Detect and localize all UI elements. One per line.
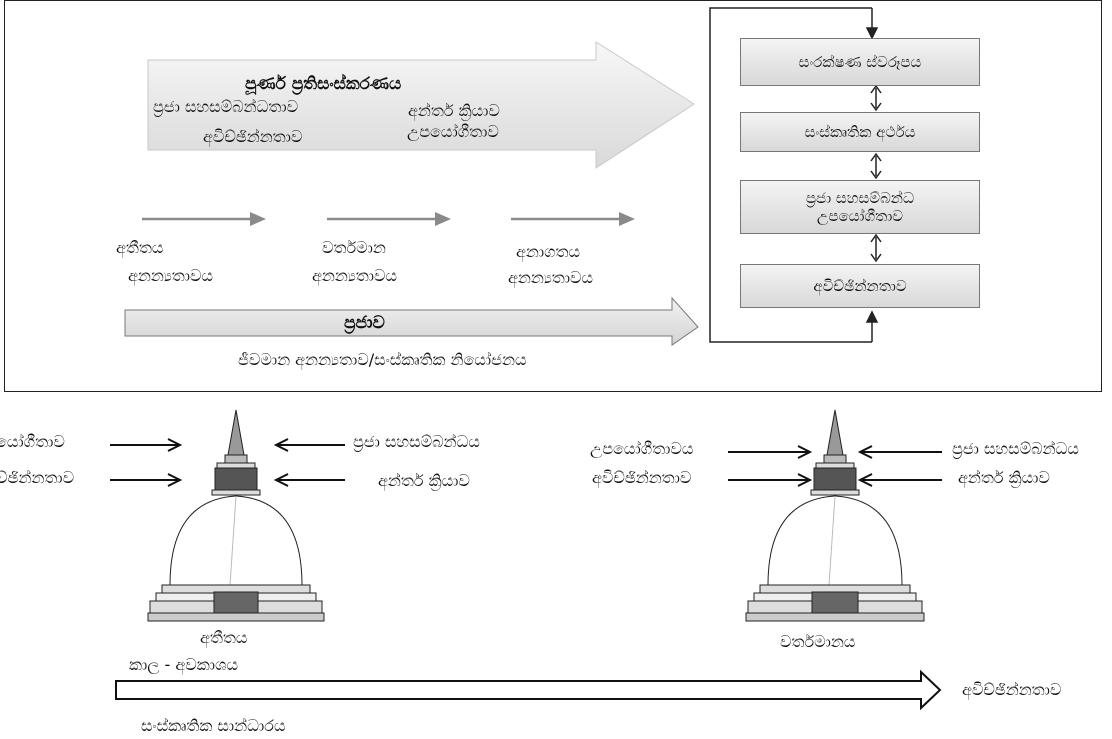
stack-box-label: අවිච්ඡින්නතාව [813,277,907,295]
community-arrow-caption: ජීවමාන අනන්‍යතාව/සංස්කෘතික නියෝජනය [238,350,527,369]
time-label-past-line2: අනන්‍යතාවය [128,266,214,285]
left-stupa-caption: අතීතය [200,628,248,647]
stack-box-cultural-meaning: සංස්කෘතික අර්ථය [740,112,980,152]
reform-item-utility: උපයෝගීතාව [407,122,499,141]
left-stupa-label-community: ප්‍රජා සහසම්බන්ධය [353,432,480,451]
reform-arrow [147,41,695,169]
timeline-arrow [115,669,942,711]
reform-item-continuity: අවිච්ඡින්නතාව [203,127,303,146]
left-stupa-label-interaction: අන්තර් ක්‍රියාව [378,471,470,490]
timeline-label-cultural-context: සංස්කෘතික සාන්ධාරය [141,716,286,735]
time-arrow-past [142,212,266,226]
time-label-present-line2: අනන්‍යතාවය [312,266,398,285]
time-label-future-line1: අනාගතය [516,242,581,261]
right-stupa-label-interaction: අන්තර් ක්‍රියාව [958,468,1050,487]
right-stupa-caption: වර්තමානය [780,632,856,651]
time-arrow-present [327,212,451,226]
timeline-label-space-time: කාල - අවකාශය [129,655,238,674]
left-stupa-label-continuity: ච්ඡින්නතාව [0,468,75,487]
left-stupa [147,409,325,622]
stack-box-community-utility: ප්‍රජා සහසම්බන්ධ උපයෝගීතාව [740,180,980,234]
right-stupa-label-community: ප්‍රජා සහසම්බන්ධය [952,439,1079,458]
time-label-present-line1: වර්තමාන [322,238,386,257]
stack-double-arrows [870,84,882,263]
left-stupa-arrows [110,438,345,487]
left-stupa-label-utility: යෝගීතාව [0,432,65,451]
reform-item-community: ප්‍රජා සහසම්බන්ධතාව [153,97,299,116]
stack-box-label: සංරක්ෂණ ස්වරූපය [798,53,922,71]
right-stupa [745,409,925,622]
reform-item-interaction: අන්තර් ක්‍රියාව [408,101,500,120]
top-diagram-frame [4,0,1102,392]
time-arrow-future [511,212,635,226]
time-label-past-line1: අතීතය [116,238,164,257]
timeline-end-label: අවිච්ඡින්නතාව [962,680,1062,699]
community-arrow [124,296,699,346]
stack-box-conservation-form: සංරක්ෂණ ස්වරූපය [740,38,980,86]
stack-box-label: සංස්කෘතික අර්ථය [804,123,916,141]
right-stupa-arrows [728,445,942,487]
right-stupa-label-continuity: අවිච්ඡින්නතාව [592,468,692,487]
stack-box-label: ප්‍රජා සහසම්බන්ධ උපයෝගීතාව [805,189,915,225]
stack-box-continuity: අවිච්ඡින්නතාව [740,264,980,308]
community-arrow-label: ප්‍රජාව [344,313,385,333]
stack-loop-bracket [709,7,879,343]
time-label-future-line2: අනන්‍යතාවය [508,268,594,287]
right-stupa-label-utility: උපයෝගීතාවය [590,439,694,458]
reform-arrow-title: පූර්ණ ප්‍රතිසංස්කරණය [245,74,402,94]
